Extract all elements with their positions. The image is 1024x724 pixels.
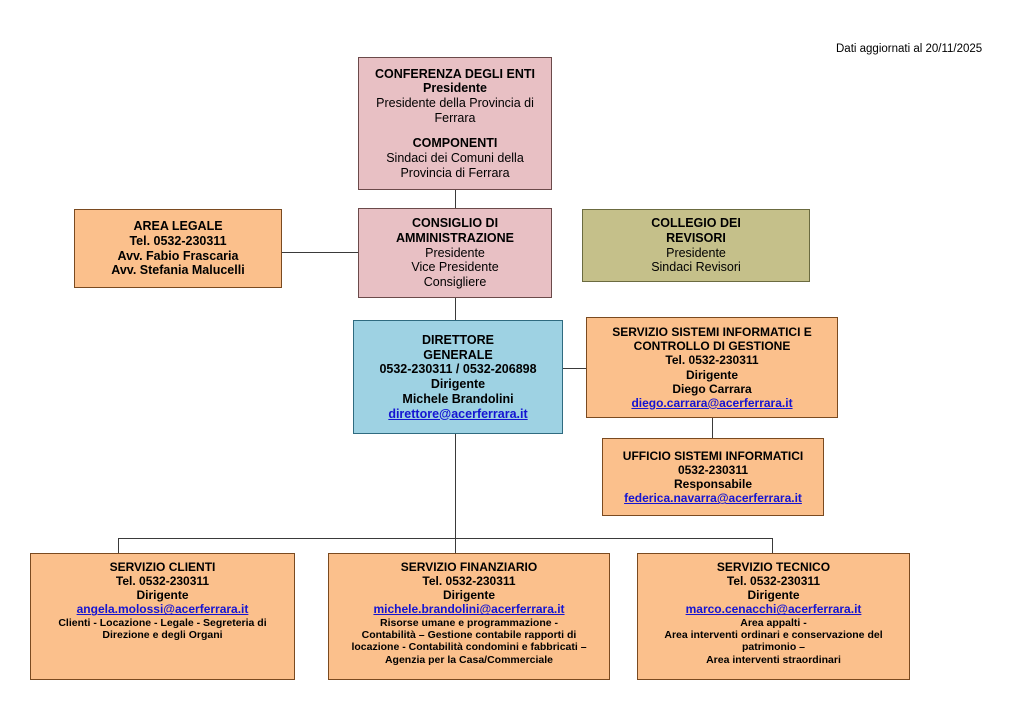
node-line: Dirigente [747, 588, 800, 603]
node-servizio-tecnico[interactable]: SERVIZIO TECNICO Tel. 0532-230311 Dirige… [637, 553, 910, 680]
node-conferenza-degli-enti[interactable]: CONFERENZA DEGLI ENTI Presidente Preside… [358, 57, 552, 190]
node-line: SERVIZIO SISTEMI INFORMATICI E [612, 325, 812, 340]
connector-bar-to-servizio-tecnico [772, 538, 773, 553]
node-ufficio-sistemi-informatici[interactable]: UFFICIO SISTEMI INFORMATICI 0532-230311 … [602, 438, 824, 516]
node-line: GENERALE [423, 347, 493, 362]
connector-servizio-ufficio-sistemi [712, 418, 713, 438]
email-link-direttore[interactable]: direttore@acerferrara.it [388, 406, 528, 421]
node-detail-line: Area appalti - [740, 616, 807, 629]
connector-conferenza-consiglio [455, 190, 456, 208]
node-line: Dirigente [136, 588, 189, 603]
node-line: Presidente della Provincia di [376, 96, 534, 111]
email-link-angela-molossi[interactable]: angela.molossi@acerferrara.it [76, 602, 249, 617]
node-line: Avv. Fabio Frascaria [117, 248, 239, 263]
node-detail-line: Area interventi straordinari [706, 653, 841, 666]
node-line: DIRETTORE [422, 332, 494, 347]
connector-distribution-bar [118, 538, 773, 539]
node-line: Dirigente [685, 367, 738, 382]
node-line: CONSIGLIO DI [411, 216, 499, 231]
node-line: REVISORI [666, 230, 726, 245]
email-link-diego-carrara[interactable]: diego.carrara@acerferrara.it [631, 395, 793, 410]
node-line: Dirigente [442, 588, 495, 603]
node-line: 0532-230311 [677, 462, 749, 477]
node-line-spacer [359, 126, 551, 137]
node-consiglio-di-amministrazione[interactable]: CONSIGLIO DI AMMINISTRAZIONE Presidente … [358, 208, 552, 298]
node-detail-line: Agenzia per la Casa/Commerciale [384, 653, 554, 666]
node-line: Diego Carrara [672, 381, 752, 396]
node-detail-line: Risorse umane e programmazione - [380, 616, 558, 629]
node-servizio-sistemi-informatici[interactable]: SERVIZIO SISTEMI INFORMATICI E CONTROLLO… [586, 317, 838, 418]
connector-arealegale-consiglio [282, 252, 358, 253]
date-note: Dati aggiornati al 20/11/2025 [836, 43, 983, 55]
node-line: 0532-230311 / 0532-206898 [379, 362, 537, 377]
node-line: Tel. 0532-230311 [422, 574, 516, 589]
connector-consiglio-direttore [455, 298, 456, 320]
node-line: Provincia di Ferrara [400, 165, 510, 180]
node-detail-line: Clienti - Locazione - Legale - Segreteri… [58, 616, 267, 629]
node-line: Vice Presidente [411, 260, 499, 275]
node-line: SERVIZIO TECNICO [716, 560, 831, 574]
email-link-marco-cenacchi[interactable]: marco.cenacchi@acerferrara.it [685, 602, 862, 617]
node-line: Avv. Stefania Malucelli [111, 263, 245, 278]
node-line: AREA LEGALE [133, 219, 223, 233]
node-servizio-clienti[interactable]: SERVIZIO CLIENTI Tel. 0532-230311 Dirige… [30, 553, 295, 680]
node-line: COLLEGIO DEI [651, 216, 741, 230]
node-detail-line: patrimonio – [741, 641, 805, 654]
node-line: Tel. 0532-230311 [115, 574, 210, 589]
node-line: Presidente [666, 245, 726, 260]
email-link-michele-brandolini[interactable]: michele.brandolini@acerferrara.it [373, 602, 565, 617]
node-line: UFFICIO SISTEMI INFORMATICI [622, 448, 804, 463]
node-line: Sindaci Revisori [651, 260, 741, 275]
email-link-federica-navarra[interactable]: federica.navarra@acerferrara.it [624, 491, 802, 506]
connector-direttore-dropline [455, 434, 456, 538]
node-servizio-finanziario[interactable]: SERVIZIO FINANZIARIO Tel. 0532-230311 Di… [328, 553, 610, 680]
node-line: Consigliere [423, 275, 487, 290]
node-area-legale[interactable]: AREA LEGALE Tel. 0532-230311 Avv. Fabio … [74, 209, 282, 288]
node-detail-line: locazione - Contabilità condomini e fabb… [351, 641, 587, 654]
node-detail-line: Contabilità – Gestione contabile rapport… [361, 629, 577, 641]
node-detail-line: Direzione e degli Organi [102, 629, 223, 641]
node-line: SERVIZIO FINANZIARIO [400, 560, 538, 574]
node-collegio-dei-revisori[interactable]: COLLEGIO DEI REVISORI Presidente Sindaci… [582, 209, 810, 282]
node-line: Responsabile [673, 477, 753, 491]
node-line: Presidente [425, 245, 485, 260]
node-line: Sindaci dei Comuni della [386, 150, 524, 165]
node-line: Ferrara [434, 110, 476, 125]
node-line: CONTROLLO DI GESTIONE [633, 339, 791, 354]
node-line: Tel. 0532-230311 [129, 233, 227, 248]
node-detail-line: Area interventi ordinari e conservazione… [664, 629, 883, 641]
connector-bar-to-servizio-clienti [118, 538, 119, 553]
node-line: Michele Brandolini [402, 391, 514, 406]
node-line: Dirigente [430, 377, 486, 391]
node-direttore-generale[interactable]: DIRETTORE GENERALE 0532-230311 / 0532-20… [353, 320, 563, 434]
node-line: Tel. 0532-230311 [665, 353, 759, 368]
connector-bar-to-servizio-finanziario [455, 538, 456, 553]
node-line: AMMINISTRAZIONE [395, 230, 515, 245]
node-line: Presidente [423, 81, 487, 96]
node-line: SERVIZIO CLIENTI [109, 560, 216, 574]
node-line: Tel. 0532-230311 [726, 574, 821, 589]
connector-direttore-servizio-sistemi [563, 368, 586, 369]
node-line: CONFERENZA DEGLI ENTI [375, 66, 535, 81]
node-line: COMPONENTI [412, 136, 498, 151]
